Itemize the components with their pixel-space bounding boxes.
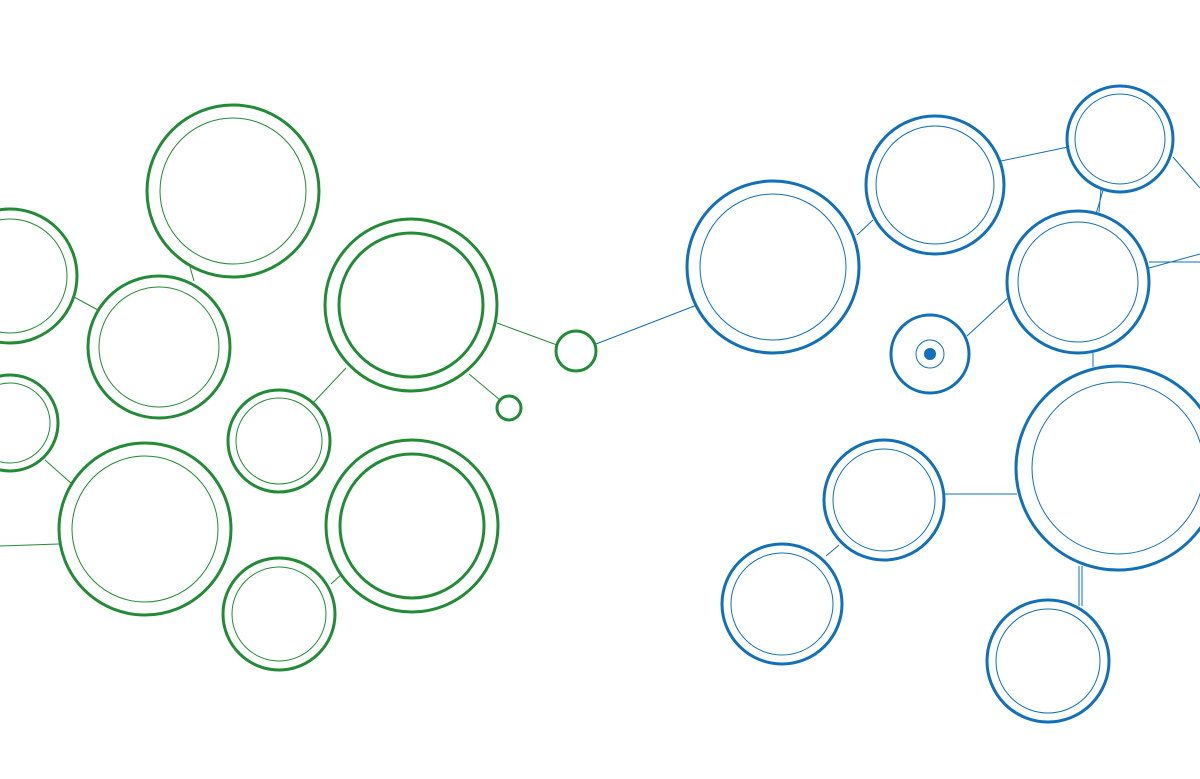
outer-ring [1065, 84, 1175, 194]
connection-line [189, 266, 195, 282]
connection-line [44, 459, 73, 485]
connection-line [966, 297, 1009, 337]
inner-ring [71, 455, 219, 603]
inner-ring [338, 452, 486, 600]
connection-line [1148, 253, 1200, 269]
outer-ring [0, 207, 79, 345]
connection-line [73, 296, 99, 311]
inner-ring [730, 552, 834, 656]
outer-ring [720, 542, 844, 666]
circle-nodes [0, 84, 1200, 724]
node-green-middle [86, 274, 232, 420]
inner-ring [1074, 93, 1166, 185]
node-green-center-small [226, 388, 332, 494]
connection-line [856, 219, 874, 236]
inner-ring [0, 382, 51, 464]
node-blue-bottom [985, 598, 1111, 724]
node-blue-dot [889, 313, 971, 395]
outer-ring [57, 441, 233, 617]
inner-ring [231, 566, 327, 662]
outer-ring [685, 179, 861, 355]
connection-line [825, 544, 840, 557]
node-green-top [145, 103, 321, 279]
connection-line [1172, 156, 1200, 189]
node-blue-bottom-left [720, 542, 844, 666]
inner-ring [0, 218, 68, 334]
inner-ring [235, 397, 323, 485]
outer-ring [86, 274, 232, 420]
outer-ring [1014, 364, 1200, 572]
node-green-left-lower [0, 373, 60, 473]
outer-ring [985, 598, 1111, 724]
inner-ring [832, 448, 936, 552]
inner-ring [875, 125, 995, 245]
inner-ring [699, 193, 847, 341]
inner-ring [159, 117, 307, 265]
inner-ring [1031, 381, 1200, 555]
node-green-bottom [221, 556, 337, 672]
outer-ring [226, 388, 332, 494]
outer-ring [822, 438, 946, 562]
outer-ring [864, 114, 1006, 256]
node-green-bottom-left [57, 441, 233, 617]
node-green-bottom-right [324, 438, 500, 614]
outer-ring [324, 438, 500, 614]
connection-lines [0, 146, 1200, 606]
node-blue-hub [685, 179, 861, 355]
outer-ring [323, 217, 499, 393]
node-blue-top-right [1065, 84, 1175, 194]
outer-ring [495, 394, 523, 422]
outer-ring [1005, 209, 1151, 355]
inner-ring [995, 608, 1101, 714]
connection-line [1000, 146, 1069, 162]
node-blue-large [1014, 364, 1200, 572]
inner-ring [915, 339, 945, 369]
node-blue-top [864, 114, 1006, 256]
inner-ring [98, 286, 220, 408]
inner-ring [1017, 221, 1139, 343]
connection-line [468, 373, 501, 401]
outer-ring [0, 373, 60, 473]
connection-line [496, 322, 558, 346]
outer-ring [221, 556, 337, 672]
connection-line [312, 367, 347, 404]
inner-ring [337, 231, 485, 379]
node-green-connector [554, 329, 598, 373]
outer-ring [554, 329, 598, 373]
connection-line [1098, 188, 1102, 213]
node-green-left-upper [0, 207, 79, 345]
outer-ring [145, 103, 321, 279]
node-blue-mid-left [822, 438, 946, 562]
center-dot [924, 348, 936, 360]
node-blue-right [1005, 209, 1151, 355]
connection-line [595, 304, 698, 345]
node-green-tiny [495, 394, 523, 422]
connection-line [0, 543, 60, 547]
node-green-upper-right [323, 217, 499, 393]
